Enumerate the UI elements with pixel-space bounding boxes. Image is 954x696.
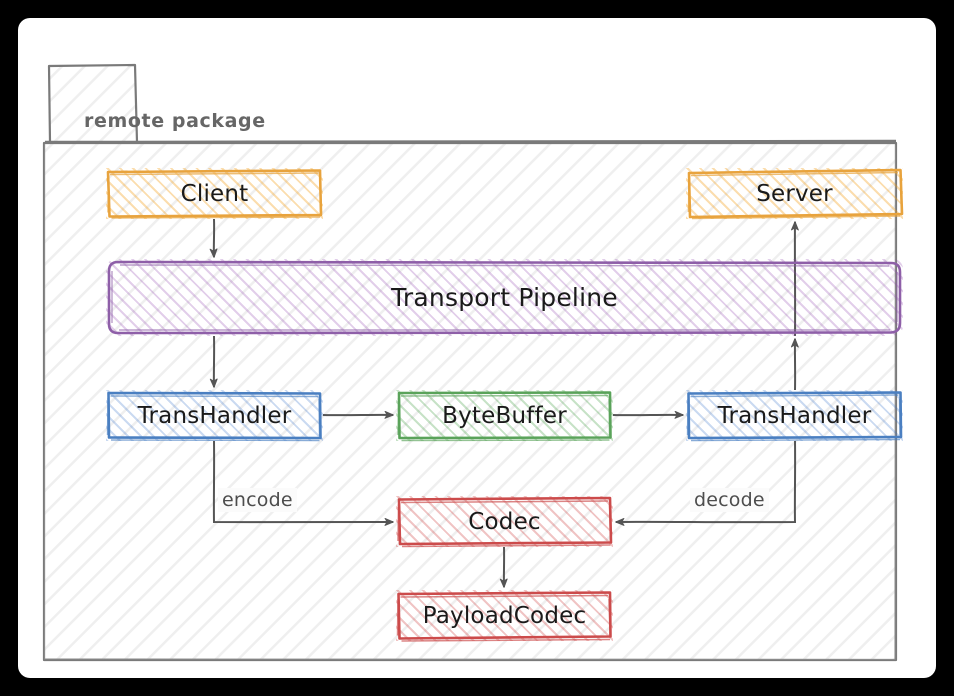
package-boundary bbox=[42, 63, 898, 662]
node-bytebuffer-fill bbox=[396, 390, 613, 441]
node-transport-pipeline-label: Transport Pipeline bbox=[391, 283, 618, 312]
node-transhandler-left[interactable]: TransHandler bbox=[106, 390, 323, 442]
node-payloadcodec-label: PayloadCodec bbox=[422, 602, 587, 629]
node-bytebuffer[interactable]: ByteBuffer bbox=[396, 390, 613, 442]
node-client-border bbox=[106, 169, 323, 219]
node-client[interactable]: Client bbox=[106, 168, 323, 219]
node-transport-pipeline-fill bbox=[106, 259, 903, 336]
node-transhandler-left-label: TransHandler bbox=[137, 402, 292, 429]
node-codec-fill bbox=[396, 496, 613, 547]
node-transport-pipeline[interactable]: Transport Pipeline bbox=[106, 259, 903, 336]
node-payloadcodec-fill bbox=[396, 590, 613, 641]
node-server[interactable]: Server bbox=[686, 168, 904, 220]
node-server-label: Server bbox=[756, 180, 833, 207]
edge-label-encode: encode bbox=[218, 488, 297, 512]
node-client-label: Client bbox=[180, 180, 249, 207]
node-transport-pipeline-border bbox=[107, 260, 902, 335]
node-transhandler-right-label: TransHandler bbox=[717, 402, 872, 429]
node-server-border bbox=[687, 168, 904, 220]
edge-decode bbox=[615, 440, 797, 526]
edge-layer bbox=[209, 218, 799, 588]
edge-label-decode: decode bbox=[690, 488, 769, 512]
node-bytebuffer-border bbox=[397, 391, 612, 442]
node-payloadcodec-border bbox=[396, 591, 612, 642]
node-transhandler-right-border bbox=[686, 391, 903, 442]
node-transhandler-left-border bbox=[106, 391, 322, 442]
node-transhandler-right[interactable]: TransHandler bbox=[686, 390, 903, 442]
node-client-fill bbox=[106, 168, 323, 219]
node-codec[interactable]: Codec bbox=[396, 496, 613, 548]
node-codec-label: Codec bbox=[468, 508, 541, 535]
package-label: remote package bbox=[84, 110, 266, 132]
node-bytebuffer-label: ByteBuffer bbox=[442, 402, 567, 429]
diagram-content: remote package bbox=[18, 18, 936, 678]
diagram-canvas: remote package bbox=[18, 18, 936, 678]
node-codec-border bbox=[397, 496, 613, 548]
node-transhandler-left-fill bbox=[106, 390, 323, 441]
node-transhandler-right-fill bbox=[686, 390, 903, 441]
node-payloadcodec[interactable]: PayloadCodec bbox=[396, 590, 613, 642]
node-server-fill bbox=[686, 168, 903, 219]
edge-encode bbox=[212, 440, 394, 526]
